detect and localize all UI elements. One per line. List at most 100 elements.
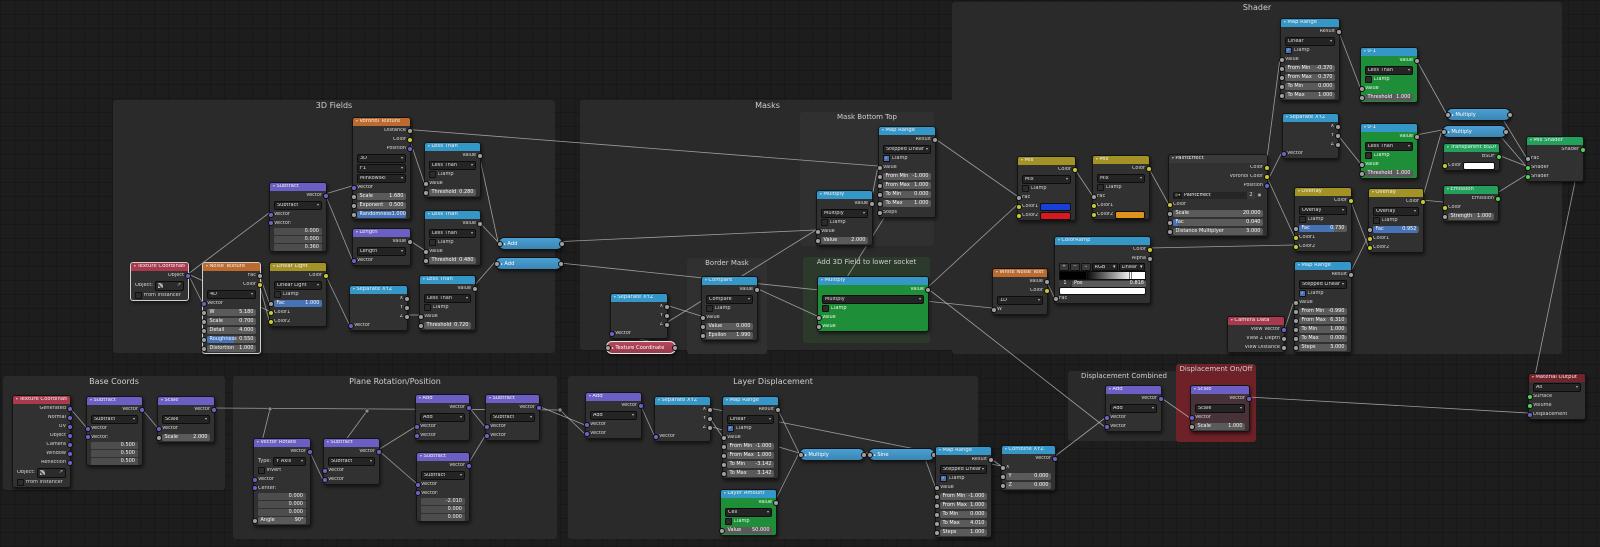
expand-icon[interactable]: ▸ bbox=[612, 345, 614, 350]
socket-input[interactable] bbox=[933, 520, 940, 527]
collapse-icon[interactable]: ▾ bbox=[1298, 263, 1300, 268]
checkbox-clamp[interactable]: ✓ bbox=[940, 475, 947, 482]
node-header[interactable]: ▾Linear Light bbox=[270, 263, 326, 271]
socket-input[interactable] bbox=[1015, 194, 1022, 201]
socket-input[interactable] bbox=[1015, 212, 1022, 219]
expand-icon[interactable]: ▸ bbox=[1448, 129, 1450, 134]
vector-component-field[interactable]: 0.000 bbox=[258, 508, 306, 516]
node-header[interactable]: ▾Add bbox=[1106, 386, 1161, 394]
socket-output[interactable] bbox=[1494, 195, 1501, 202]
socket-input[interactable] bbox=[1441, 213, 1448, 220]
socket-input[interactable] bbox=[990, 306, 997, 313]
node-header[interactable]: ▾Mix bbox=[1093, 156, 1149, 164]
socket-input[interactable] bbox=[1292, 225, 1299, 232]
socket-input[interactable] bbox=[876, 209, 883, 216]
value-field-from-min[interactable]: From Min-1.000 bbox=[883, 173, 931, 180]
eyedropper-icon[interactable]: ↗ bbox=[58, 469, 63, 475]
socket-input[interactable] bbox=[1441, 162, 1448, 169]
socket-input[interactable] bbox=[699, 323, 706, 330]
collapse-icon[interactable]: ▾ bbox=[356, 119, 358, 124]
ramp-stop-handle-active[interactable] bbox=[1129, 272, 1131, 279]
socket-input[interactable] bbox=[1103, 423, 1110, 430]
vector-component-field[interactable]: 0.500 bbox=[91, 457, 138, 465]
node-header[interactable]: ▾Length bbox=[353, 229, 410, 237]
collapse-icon[interactable]: ▾ bbox=[1447, 187, 1449, 192]
socket-output[interactable] bbox=[987, 456, 994, 463]
dropdown-all[interactable]: All▾ bbox=[1533, 382, 1581, 392]
socket-input[interactable] bbox=[1292, 299, 1299, 306]
collapse-icon[interactable]: ▾ bbox=[1231, 318, 1233, 323]
socket-input[interactable] bbox=[720, 470, 727, 477]
socket-input[interactable] bbox=[999, 482, 1006, 489]
remove-stop-button[interactable]: − bbox=[1070, 263, 1080, 271]
socket-output[interactable] bbox=[138, 406, 145, 413]
socket-input[interactable] bbox=[1090, 202, 1097, 209]
checkbox-clamp[interactable]: ✓ bbox=[883, 155, 890, 162]
collapse-icon[interactable]: ▾ bbox=[1194, 387, 1196, 392]
color-mode-dropdown[interactable]: RGB▾ bbox=[1092, 263, 1118, 271]
node-header[interactable]: ▾Add bbox=[586, 393, 641, 401]
color-swatch[interactable] bbox=[1463, 161, 1495, 170]
value-field-from-min[interactable]: From Min-1.000 bbox=[727, 443, 774, 450]
socket-input[interactable] bbox=[933, 511, 940, 518]
dropdown-stepped-linear[interactable]: Stepped Linear▾ bbox=[940, 464, 987, 474]
socket-input[interactable] bbox=[866, 451, 873, 458]
dropdown-linear-light[interactable]: Linear Light▾ bbox=[274, 280, 322, 290]
socket-output[interactable] bbox=[663, 321, 670, 328]
node-header[interactable]: ▾Layer Amount bbox=[721, 490, 776, 498]
value-field-from-min[interactable]: From Min-0.990 bbox=[1299, 308, 1347, 315]
node-header[interactable]: ▾Separate XYZ bbox=[611, 294, 667, 302]
socket-output[interactable] bbox=[1071, 166, 1078, 173]
stop-index-field[interactable]: 1 bbox=[1059, 280, 1071, 287]
socket-output[interactable] bbox=[1146, 246, 1153, 253]
dropdown-minkowski[interactable]: Minkowski▾ bbox=[357, 173, 406, 183]
checkbox-clamp[interactable] bbox=[822, 305, 829, 312]
collapse-icon[interactable]: ▾ bbox=[356, 230, 358, 235]
dropdown-less-than[interactable]: Less Than▾ bbox=[1365, 65, 1413, 75]
browse-nodegroup-icon[interactable]: ◎▾ bbox=[1173, 191, 1182, 199]
socket-input[interactable] bbox=[350, 193, 357, 200]
socket-input[interactable] bbox=[200, 300, 207, 307]
collapse-icon[interactable]: ▾ bbox=[273, 184, 275, 189]
socket-output[interactable] bbox=[535, 404, 542, 411]
dropdown-add[interactable]: Add▾ bbox=[590, 410, 637, 420]
collapse-icon[interactable]: ▾ bbox=[257, 440, 259, 445]
socket-output[interactable] bbox=[774, 406, 781, 413]
socket-output[interactable] bbox=[1334, 132, 1341, 139]
socket-input[interactable] bbox=[1444, 111, 1451, 118]
collapsed-node-add[interactable]: ▸Add bbox=[496, 237, 565, 250]
socket-input[interactable] bbox=[1188, 414, 1195, 421]
socket-input[interactable] bbox=[422, 248, 429, 255]
socket-output[interactable] bbox=[706, 424, 713, 431]
socket-output[interactable] bbox=[375, 448, 382, 455]
node-header[interactable]: ▾Scale bbox=[158, 397, 214, 405]
socket-input[interactable] bbox=[1292, 335, 1299, 342]
socket-output[interactable] bbox=[66, 405, 73, 412]
socket-output[interactable] bbox=[1335, 28, 1342, 35]
socket-input[interactable] bbox=[267, 300, 274, 307]
socket-input[interactable] bbox=[1188, 423, 1195, 430]
socket-input[interactable] bbox=[350, 202, 357, 209]
socket-output[interactable] bbox=[465, 462, 472, 469]
expand-icon[interactable]: ▸ bbox=[501, 261, 503, 266]
collapsed-node-multiply[interactable]: ▸Multiply bbox=[797, 448, 867, 461]
dropdown-compare[interactable]: Compare▾ bbox=[706, 294, 753, 304]
